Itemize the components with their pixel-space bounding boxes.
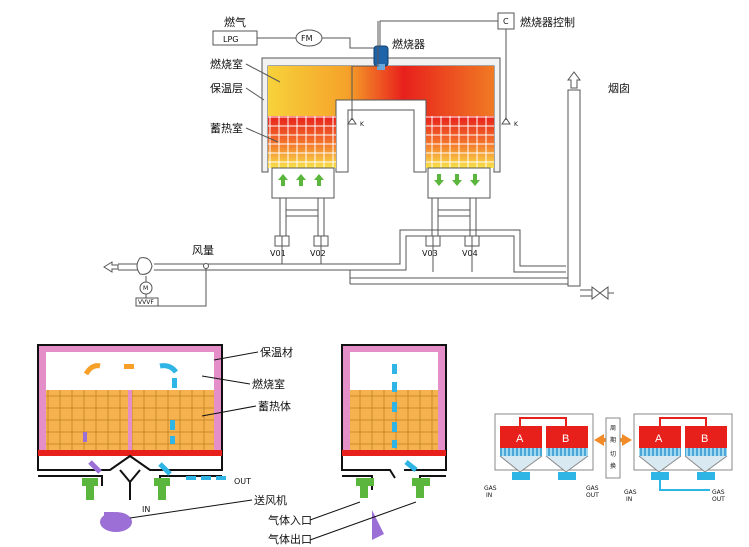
- valve-label-v01: V01: [270, 249, 286, 258]
- switch-arrow-icon: [594, 434, 632, 446]
- control-c-label: C: [503, 17, 509, 26]
- label-heat-storage-body: 蓄热体: [258, 399, 291, 413]
- vvvf-signal-line: [158, 268, 207, 307]
- switch-char-1: 周: [610, 425, 616, 432]
- module-right-gas-out: GAS: [712, 489, 725, 496]
- control-to-k-left-line: [351, 21, 379, 120]
- vvvf-label: VVVF: [138, 299, 154, 306]
- thermocouple-right-icon: [501, 117, 511, 125]
- lpg-label: LPG: [223, 35, 238, 44]
- switch-text-box: [605, 417, 621, 479]
- label-combustion-chamber: 燃烧室: [210, 57, 243, 71]
- regenerator-left-grid: [268, 116, 336, 168]
- combustion-chamber-arch: [268, 66, 494, 118]
- label-insulation-layer: 保温层: [210, 81, 243, 95]
- module-left-out: OUT: [586, 492, 599, 499]
- label-insulation-material: 保温材: [260, 345, 293, 359]
- bottom-rto-diagram: 保温材 燃烧室 蓄热体 OUT IN 送风机 气体入口 气体出口: [37, 344, 447, 546]
- label-out: OUT: [234, 477, 251, 486]
- down-arrows-right: [434, 174, 480, 186]
- module-right: A B GAS IN GAS OUT: [624, 413, 733, 503]
- module-right-gas-in: GAS: [624, 489, 637, 496]
- label-blower: 送风机: [254, 493, 287, 507]
- valve-v01: [274, 235, 290, 247]
- air-inlet-arrow: [103, 261, 119, 273]
- label-gas-outlet: 气体出口: [268, 532, 312, 546]
- burner-nozzle: [377, 64, 385, 70]
- burner: [373, 45, 389, 67]
- chimney-damper-icon: [591, 286, 609, 300]
- valve-v02: [313, 235, 329, 247]
- burner-control-label: 燃烧器控制: [520, 15, 575, 29]
- main-ducts: [118, 229, 580, 285]
- chimney: [567, 71, 614, 300]
- burner-label: 燃烧器: [392, 37, 425, 51]
- up-arrows-left: [278, 174, 324, 186]
- valve-label-v02: V02: [310, 249, 326, 258]
- switch-char-4: 换: [610, 462, 616, 470]
- module-left: A B GAS IN GAS OUT: [484, 413, 599, 499]
- module-left-gas-in: GAS: [484, 485, 497, 492]
- valve-label-v04: V04: [462, 249, 478, 258]
- switch-char-2: 期: [610, 436, 616, 444]
- rto-unit-right: [341, 344, 447, 540]
- module-left-in: IN: [486, 492, 492, 499]
- rto-unit-left: [37, 344, 226, 532]
- gas-pipe: [322, 37, 374, 49]
- inner-insulation-gap: [335, 99, 427, 173]
- module-right-a: A: [655, 433, 663, 445]
- label-regenerator: 蓄热室: [210, 121, 243, 135]
- module-left-gas-out: GAS: [586, 485, 599, 492]
- module-right-b: B: [701, 433, 708, 445]
- module-right-in: IN: [626, 496, 632, 503]
- gas-label: 燃气: [224, 15, 246, 29]
- regenerator-right-grid: [426, 116, 494, 168]
- k-left-label: K: [360, 121, 365, 128]
- label-combustion-chamber-bottom: 燃烧室: [252, 377, 285, 391]
- chimney-label: 烟囱: [608, 81, 630, 95]
- module-right-out: OUT: [712, 496, 725, 503]
- air-volume-sensor: [203, 263, 209, 269]
- label-in: IN: [142, 505, 150, 514]
- module-left-a: A: [516, 433, 524, 445]
- cycle-switch-diagram: A B GAS IN GAS OUT 周 期 切 换 A B: [484, 413, 733, 503]
- module-left-b: B: [562, 433, 569, 445]
- k-right-label: K: [514, 121, 519, 128]
- valve-label-v03: V03: [422, 249, 438, 258]
- blower: M VVVF: [135, 257, 159, 307]
- switch-char-3: 切: [610, 451, 616, 458]
- valve-v03: [425, 235, 441, 247]
- valve-v04: [464, 235, 480, 247]
- fm-label: FM: [301, 34, 313, 43]
- top-system-diagram: V01 V02 V03 V04 M VVVF 风量: [103, 12, 630, 307]
- label-gas-inlet: 气体入口: [268, 513, 312, 527]
- air-volume-label: 风量: [192, 244, 214, 257]
- chimney-exhaust-arrow: [567, 71, 581, 89]
- motor-label: M: [143, 285, 148, 292]
- thermocouple-left-icon: [347, 117, 357, 125]
